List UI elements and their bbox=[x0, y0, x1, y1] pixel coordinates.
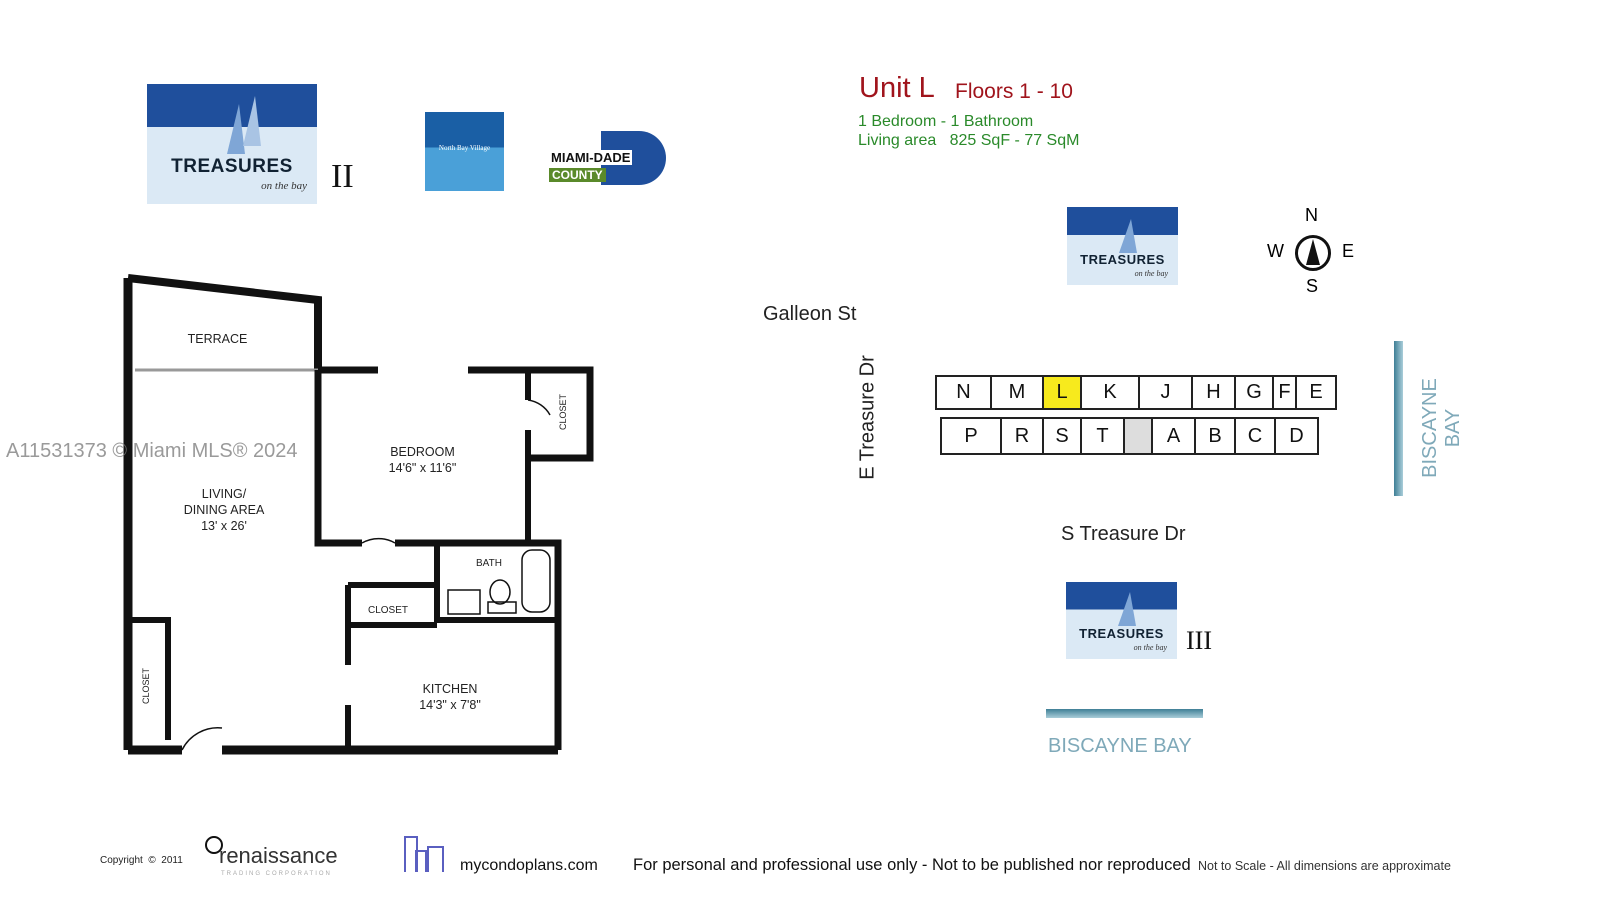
compass-e: E bbox=[1342, 241, 1355, 261]
treasures-iii-logo: TREASURES on the bay bbox=[1066, 582, 1177, 659]
county-text: COUNTY bbox=[549, 168, 606, 182]
kitchen-dim: 14'3" x 7'8" bbox=[419, 698, 481, 712]
watermark: A11531373 © Miami MLS® 2024 bbox=[6, 440, 298, 462]
treasures-sub: on the bay bbox=[1133, 643, 1167, 652]
terrace-label: TERRACE bbox=[187, 332, 248, 346]
building-map: N M L K J H G F E P R S T A B C D bbox=[935, 370, 1345, 460]
mycondoplans-link[interactable]: mycondoplans.com bbox=[460, 857, 598, 874]
unit-P[interactable]: P bbox=[940, 417, 1002, 455]
miami-dade-logo: MIAMI-DADE COUNTY bbox=[549, 131, 666, 185]
unit-title: Unit L bbox=[859, 72, 935, 104]
miami-dade-text: MIAMI-DADE bbox=[549, 150, 633, 165]
renaissance-text: renaissance bbox=[219, 843, 338, 868]
galleon-st-label: Galleon St bbox=[763, 303, 857, 325]
north-bay-text: North Bay Village bbox=[438, 144, 491, 152]
treasures-wordmark: TREASURES bbox=[1079, 626, 1164, 641]
bay-line-east bbox=[1394, 341, 1403, 496]
bath-label: BATH bbox=[476, 558, 502, 569]
unit-S[interactable]: S bbox=[1042, 417, 1082, 455]
scale-notice: Not to Scale - All dimensions are approx… bbox=[1198, 859, 1451, 873]
compass: N S W E bbox=[1265, 205, 1360, 300]
unit-R[interactable]: R bbox=[1000, 417, 1044, 455]
bedroom-closet-label: CLOSET bbox=[558, 393, 569, 431]
s-treasure-dr-label: S Treasure Dr bbox=[1061, 523, 1186, 545]
unit-H[interactable]: H bbox=[1191, 375, 1236, 410]
compass-n: N bbox=[1305, 205, 1318, 225]
roman-ii: II bbox=[331, 158, 354, 195]
unit-M[interactable]: M bbox=[990, 375, 1044, 410]
unit-C[interactable]: C bbox=[1234, 417, 1276, 455]
bedroom-label: BEDROOM bbox=[390, 445, 455, 459]
mycondoplans-logo-icon bbox=[404, 836, 446, 872]
living-label: LIVING/ bbox=[201, 487, 247, 501]
floor-plan bbox=[123, 274, 594, 755]
unit-T[interactable]: T bbox=[1080, 417, 1125, 455]
rooms-info: 1 Bedroom - 1 Bathroom bbox=[858, 113, 1034, 130]
unit-N[interactable]: N bbox=[935, 375, 992, 410]
living-dim: 13' x 26' bbox=[201, 519, 247, 533]
treasures-logo: TREASURES on the bay bbox=[147, 84, 317, 204]
unit-G[interactable]: G bbox=[1234, 375, 1274, 410]
renaissance-sub: TRADING CORPORATION bbox=[221, 871, 332, 877]
e-treasure-dr-label: E Treasure Dr bbox=[856, 355, 879, 480]
unit-A[interactable]: A bbox=[1151, 417, 1196, 455]
stairwell bbox=[1123, 417, 1153, 455]
bay-line-south bbox=[1046, 709, 1203, 718]
renaissance-logo: renaissance TRADING CORPORATION bbox=[205, 836, 345, 880]
unit-F[interactable]: F bbox=[1272, 375, 1297, 410]
treasures-wordmark: TREASURES bbox=[1080, 252, 1165, 267]
hall-closet-label: CLOSET bbox=[368, 605, 409, 616]
biscayne-bay-east-label: BISCAYNE BAY bbox=[1419, 378, 1464, 478]
dining-label: DINING AREA bbox=[183, 503, 265, 517]
treasures-sub: on the bay bbox=[261, 180, 307, 192]
roman-iii: III bbox=[1186, 626, 1212, 655]
unit-B[interactable]: B bbox=[1194, 417, 1236, 455]
area-info: Living area 825 SqF - 77 SqM bbox=[858, 132, 1080, 149]
biscayne-bay-south-label: BISCAYNE BAY bbox=[1048, 735, 1192, 757]
compass-s: S bbox=[1306, 276, 1319, 296]
floors: Floors 1 - 10 bbox=[955, 80, 1073, 103]
unit-D[interactable]: D bbox=[1274, 417, 1319, 455]
bedroom-dim: 14'6" x 11'6" bbox=[388, 461, 457, 475]
usage-notice: For personal and professional use only -… bbox=[633, 856, 1191, 874]
unit-L[interactable]: L bbox=[1042, 375, 1082, 410]
copyright: Copyright © 2011 bbox=[100, 855, 183, 866]
unit-J[interactable]: J bbox=[1138, 375, 1193, 410]
kitchen-label: KITCHEN bbox=[422, 682, 478, 696]
entry-closet-label: CLOSET bbox=[141, 667, 152, 705]
unit-E[interactable]: E bbox=[1295, 375, 1337, 410]
compass-w: W bbox=[1267, 241, 1284, 261]
treasures-wordmark: TREASURES bbox=[171, 156, 293, 177]
north-bay-logo: North Bay Village bbox=[425, 112, 504, 191]
unit-K[interactable]: K bbox=[1080, 375, 1140, 410]
treasures-logo-main: TREASURES on the bay bbox=[1067, 207, 1178, 285]
treasures-sub: on the bay bbox=[1134, 269, 1168, 278]
